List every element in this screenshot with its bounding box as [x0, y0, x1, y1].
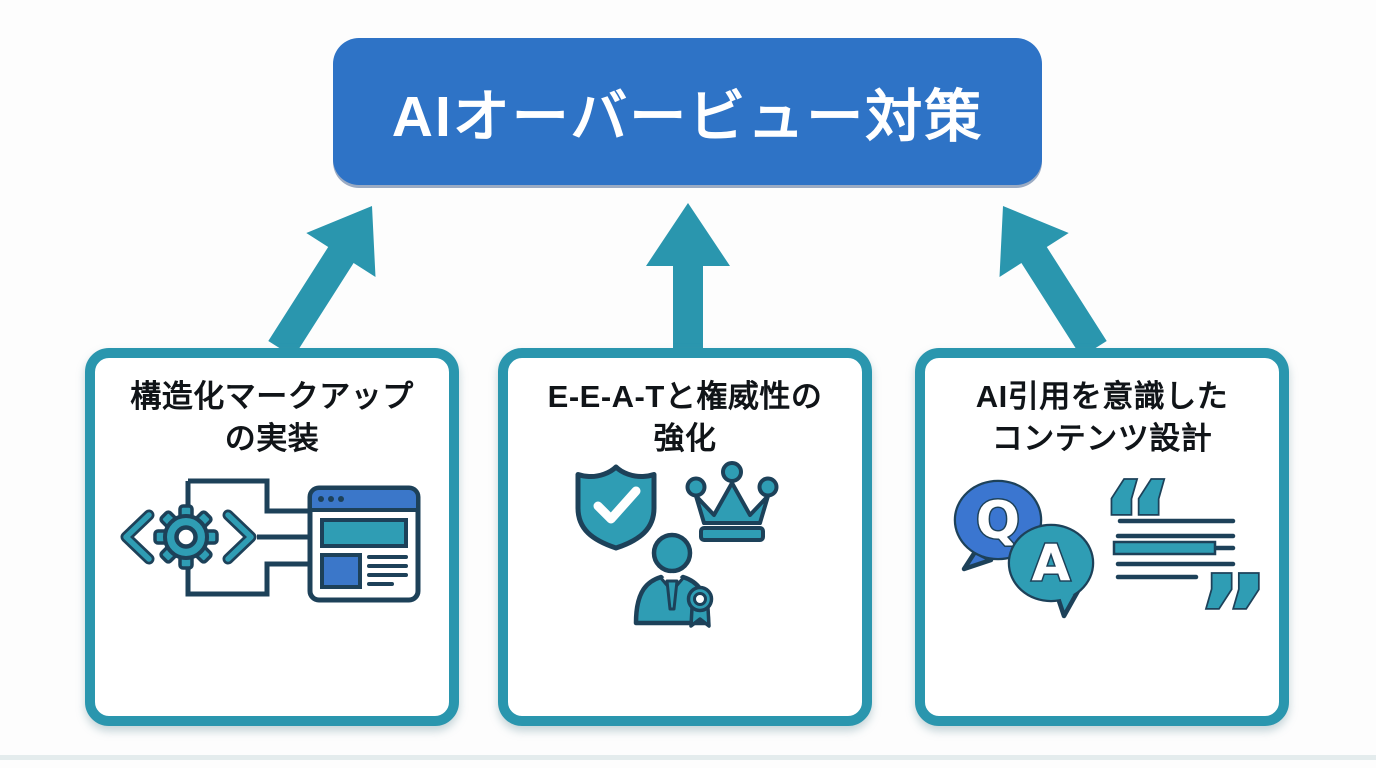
card-ai-citation: AI引用を意識した コンテンツ設計 Q A “: [915, 348, 1289, 726]
card1-title-line2: の実装: [224, 420, 320, 456]
bottom-strip: [0, 755, 1376, 760]
card2-title: E-E-A-Tと権威性の 強化: [508, 376, 862, 460]
ribbon-badge-icon: [686, 585, 714, 628]
a-letter: A: [1032, 534, 1071, 592]
crown-icon: [685, 460, 779, 542]
arrow-right-icon: [999, 206, 1107, 357]
card2-title-line2: 強化: [653, 420, 717, 456]
qa-quote-icon: Q A “ ”: [953, 456, 1271, 681]
arrow-left-icon: [268, 206, 376, 357]
card1-title: 構造化マークアップ の実装: [95, 376, 449, 460]
card3-title-line1: AI引用を意識した: [975, 379, 1229, 414]
text-lines-icon: [1115, 518, 1236, 579]
card-structured-markup: 構造化マークアップ の実装: [85, 348, 459, 726]
highlight-line: [1112, 540, 1217, 555]
shield-check-icon: [575, 464, 657, 551]
card2-title-line1: E-E-A-Tと権威性の: [547, 379, 823, 414]
gear-icon: [153, 503, 219, 570]
shield-crown-expert-icon: [575, 460, 779, 628]
code-brackets-icon: [120, 509, 257, 565]
banner-label: AIオーバービュー対策: [391, 84, 984, 149]
code-gear-browser-icon: [120, 478, 421, 603]
banner: AIオーバービュー対策: [333, 38, 1042, 185]
card3-title-line2: コンテンツ設計: [991, 420, 1213, 456]
quote-close-icon: ”: [1197, 552, 1269, 680]
q-letter: Q: [976, 491, 1020, 551]
card1-title-line1: 構造化マークアップ: [130, 379, 414, 414]
a-bubble-icon: A: [1007, 523, 1095, 618]
card-eeat-authority: E-E-A-Tと権威性の 強化: [498, 348, 872, 726]
expert-person-icon: [633, 532, 714, 628]
card3-title: AI引用を意識した コンテンツ設計: [925, 376, 1279, 460]
arrow-center-icon: [646, 203, 730, 352]
browser-window-icon: [307, 485, 421, 603]
